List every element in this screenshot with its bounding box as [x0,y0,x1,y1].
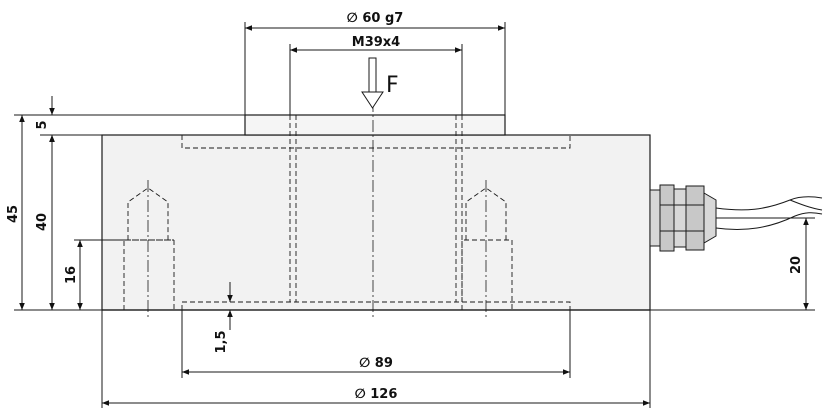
dim-d126 [101,310,651,408]
dim-d89 [181,310,571,378]
dim-h20-label: 20 [789,256,804,274]
cable [715,196,823,230]
force-label: F [386,73,399,98]
dim-d89-label: ∅ 89 [359,356,393,371]
dim-h20 [650,217,815,311]
dim-h45-label: 45 [6,205,21,223]
dim-h16 [74,239,124,310]
hidden-lines [123,115,571,310]
dim-d60 [244,22,506,115]
dim-h16-label: 16 [64,266,79,284]
dim-h40-label: 40 [35,213,50,231]
dim-thread-label: M39x4 [352,35,400,50]
dim-h5-label: 5 [35,120,50,129]
load-cell-body [101,114,651,311]
dim-h1-5-label: 1,5 [214,330,229,353]
force-arrow-icon [361,57,384,109]
dim-thread [289,44,463,115]
dim-d126-label: ∅ 126 [355,387,398,402]
cable-gland [649,184,717,252]
center-lines [147,100,487,320]
dim-d60-label: ∅ 60 g7 [347,11,404,26]
